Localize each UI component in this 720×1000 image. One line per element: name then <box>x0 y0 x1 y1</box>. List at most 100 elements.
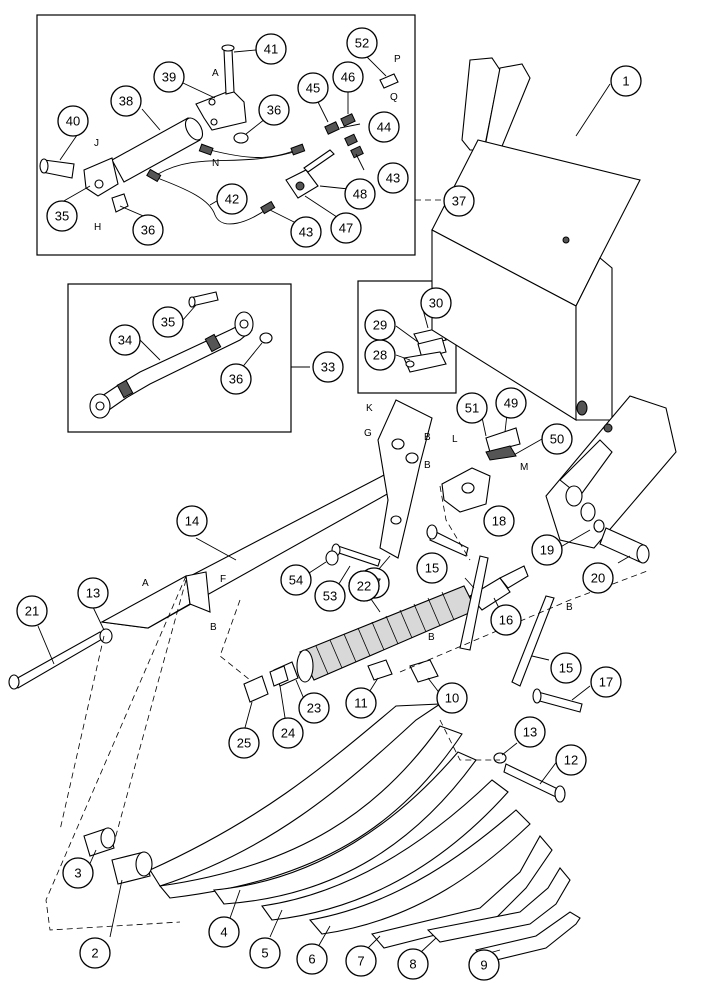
turnbuckle-drawing <box>89 291 273 419</box>
callout-34: 34 <box>109 324 141 356</box>
svg-text:15: 15 <box>425 561 439 576</box>
callout-23: 23 <box>298 692 330 724</box>
svg-text:19: 19 <box>540 543 554 558</box>
svg-text:25: 25 <box>237 736 251 751</box>
callout-16: 16 <box>490 604 522 636</box>
callout-35-hydraulic: 35 <box>46 200 78 232</box>
svg-text:24: 24 <box>281 726 295 741</box>
letter-G: G <box>364 428 372 439</box>
hydraulic-kit-box <box>36 14 416 256</box>
svg-text:1: 1 <box>622 74 629 89</box>
callout-36-hydraulic-top: 36 <box>258 94 290 126</box>
callouts: 1 2 3 4 5 6 7 8 9 10 11 12 13 13 14 15 1… <box>16 27 642 981</box>
svg-text:51: 51 <box>465 401 479 416</box>
callout-19-left: 19 <box>531 534 563 566</box>
svg-text:45: 45 <box>306 81 320 96</box>
callout-29: 29 <box>364 309 396 341</box>
callout-35-turnbuckle: 35 <box>152 306 184 338</box>
svg-text:37: 37 <box>452 194 466 209</box>
leaf-spring-drawing <box>83 703 581 963</box>
svg-text:49: 49 <box>504 396 518 411</box>
callout-47: 47 <box>330 212 362 244</box>
callout-13-left: 13 <box>77 577 109 609</box>
callout-44: 44 <box>368 111 400 143</box>
spring-drawing <box>243 555 583 713</box>
svg-text:3: 3 <box>74 866 81 881</box>
callout-43-upper: 43 <box>377 162 409 194</box>
svg-text:13: 13 <box>86 586 100 601</box>
svg-text:36: 36 <box>267 103 281 118</box>
callout-8: 8 <box>397 948 429 980</box>
letter-A1: A <box>212 68 219 79</box>
callout-51: 51 <box>456 392 488 424</box>
callout-33: 33 <box>312 351 344 383</box>
callout-9: 9 <box>468 949 500 981</box>
letter-Q: Q <box>390 92 398 103</box>
svg-text:43: 43 <box>299 225 313 240</box>
svg-text:29: 29 <box>373 318 387 333</box>
assembly-dash-lines <box>45 485 651 931</box>
svg-text:39: 39 <box>162 70 176 85</box>
svg-text:2: 2 <box>91 946 98 961</box>
callout-24: 24 <box>272 717 304 749</box>
callout-20: 20 <box>582 562 614 594</box>
callout-11: 11 <box>345 687 377 719</box>
hydraulic-kit-drawing <box>39 44 399 225</box>
svg-text:9: 9 <box>480 958 487 973</box>
callout-52: 52 <box>346 27 378 59</box>
svg-text:28: 28 <box>373 348 387 363</box>
svg-text:22: 22 <box>357 579 371 594</box>
callout-42: 42 <box>216 183 248 215</box>
callout-54: 54 <box>280 564 312 596</box>
svg-text:36: 36 <box>141 223 155 238</box>
bracket-drawing <box>403 327 447 373</box>
callout-17-lower: 17 <box>590 666 622 698</box>
svg-text:21: 21 <box>25 604 39 619</box>
svg-text:7: 7 <box>357 954 364 969</box>
callout-50: 50 <box>541 423 573 455</box>
svg-text:53: 53 <box>323 589 337 604</box>
callout-6: 6 <box>296 943 328 975</box>
callout-10: 10 <box>436 682 468 714</box>
svg-text:44: 44 <box>377 120 391 135</box>
letter-B1: B <box>210 622 217 633</box>
callout-14: 14 <box>176 505 208 537</box>
callout-30: 30 <box>420 287 452 319</box>
svg-text:48: 48 <box>353 187 367 202</box>
callout-28: 28 <box>364 339 396 371</box>
callout-18: 18 <box>483 505 515 537</box>
svg-text:14: 14 <box>185 514 199 529</box>
svg-text:15: 15 <box>559 661 573 676</box>
callout-36-turnbuckle: 36 <box>220 363 252 395</box>
arm-drawing <box>100 399 521 629</box>
svg-text:42: 42 <box>225 192 239 207</box>
svg-text:35: 35 <box>55 209 69 224</box>
callout-7: 7 <box>345 945 377 977</box>
callout-25: 25 <box>228 727 260 759</box>
svg-text:18: 18 <box>492 514 506 529</box>
letter-B4: B <box>428 632 435 643</box>
svg-text:54: 54 <box>289 573 303 588</box>
letter-F: F <box>220 574 226 585</box>
callout-15-upper: 15 <box>416 552 448 584</box>
svg-text:36: 36 <box>229 372 243 387</box>
frame-drawing <box>431 57 677 564</box>
callout-4: 4 <box>208 916 240 948</box>
svg-text:11: 11 <box>354 696 368 711</box>
svg-text:43: 43 <box>386 171 400 186</box>
callout-12: 12 <box>555 744 587 776</box>
svg-text:33: 33 <box>321 360 335 375</box>
svg-text:23: 23 <box>307 701 321 716</box>
svg-text:13: 13 <box>523 725 537 740</box>
callout-41: 41 <box>255 33 287 65</box>
callout-49: 49 <box>495 387 527 419</box>
callout-21: 21 <box>16 595 48 627</box>
callout-22-visible: 22 <box>348 570 380 602</box>
callout-15-lower: 15 <box>550 652 582 684</box>
svg-text:6: 6 <box>308 952 315 967</box>
callout-40: 40 <box>57 105 89 137</box>
callout-46: 46 <box>332 61 364 93</box>
svg-text:12: 12 <box>564 753 578 768</box>
turnbuckle-kit-box <box>67 283 292 433</box>
